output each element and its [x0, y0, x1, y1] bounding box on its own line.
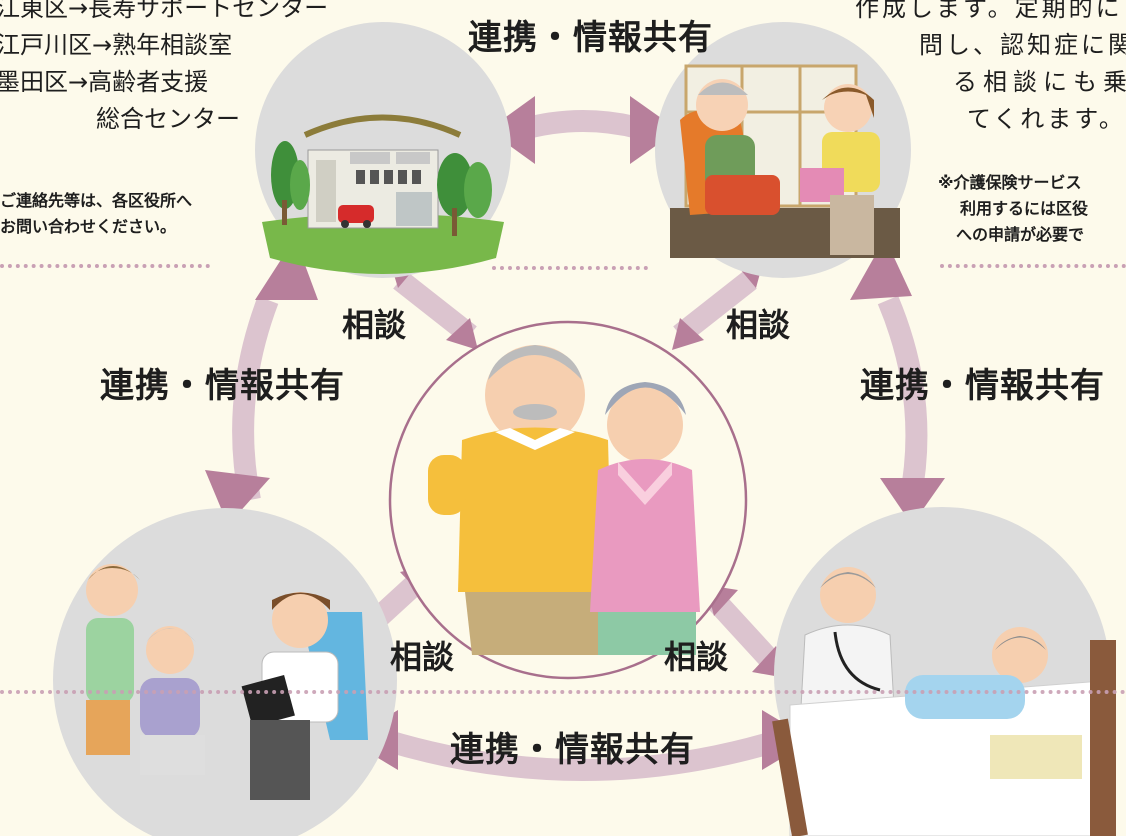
label-consult-top-left: 相談 [342, 306, 407, 344]
contact-note-line: お問い合わせください。 [0, 217, 177, 236]
insurance-note-line: 利用するには区役 [960, 199, 1089, 218]
community-center-illustration [255, 22, 511, 278]
insurance-note: ※介護保険サービス 利用するには区役 への申請が必要で [938, 170, 1088, 248]
arrow-top-right [630, 96, 678, 164]
arrow-right-down [880, 478, 945, 525]
ward-list-line: 江戸川区→熟年相談室 [0, 31, 233, 59]
contact-note-line: ご連絡先等は、各区役所へ [0, 191, 193, 210]
home-doctor-illustration [772, 507, 1116, 836]
dotted-divider-top-left [0, 264, 210, 268]
arrow-left-down [205, 470, 270, 525]
label-cooperation-left: 連携・情報共有 [100, 366, 345, 406]
dotted-divider-bottom [0, 690, 1126, 694]
elderly-couple-illustration [388, 320, 748, 680]
arrow-consult-tl-in [446, 318, 478, 350]
label-cooperation-right: 連携・情報共有 [860, 366, 1105, 406]
insurance-note-line: への申請が必要で [956, 225, 1085, 244]
arrow-consult-tr-in [672, 318, 704, 350]
ward-list: 江東区→長寿サポートセンター 江戸川区→熟年相談室 墨田区→高齢者支援 総合セン… [0, 0, 328, 138]
label-cooperation-top: 連携・情報共有 [468, 18, 713, 58]
care-visit-illustration [655, 22, 911, 278]
ward-list-line: 墨田区→高齢者支援 [0, 68, 209, 96]
ward-list-line: 総合センター [96, 105, 240, 133]
description-line: る相談にも乗 [953, 68, 1126, 96]
dotted-divider-top-center [492, 266, 648, 270]
label-consult-top-right: 相談 [726, 306, 791, 344]
arrow-right-up [850, 238, 912, 300]
day-service-illustration [53, 508, 397, 836]
arrow-top-left [488, 96, 535, 164]
care-manager-description: 作成します。定期的に 問し、認知症に関 る相談にも乗 てくれます。 [855, 0, 1126, 138]
contact-note: ご連絡先等は、各区役所へ お問い合わせください。 [0, 188, 192, 240]
description-line: 作成します。定期的に [855, 0, 1123, 22]
dotted-divider-top-right [940, 264, 1126, 268]
insurance-note-line: ※介護保険サービス [938, 173, 1082, 192]
ward-list-line: 江東区→長寿サポートセンター [0, 0, 329, 22]
description-line: てくれます。 [967, 105, 1126, 133]
arrow-left-up [255, 238, 318, 300]
label-cooperation-bottom: 連携・情報共有 [450, 730, 695, 770]
label-consult-bottom-right: 相談 [664, 638, 729, 676]
label-consult-bottom-left: 相談 [390, 638, 455, 676]
description-line: 問し、認知症に関 [919, 31, 1126, 59]
